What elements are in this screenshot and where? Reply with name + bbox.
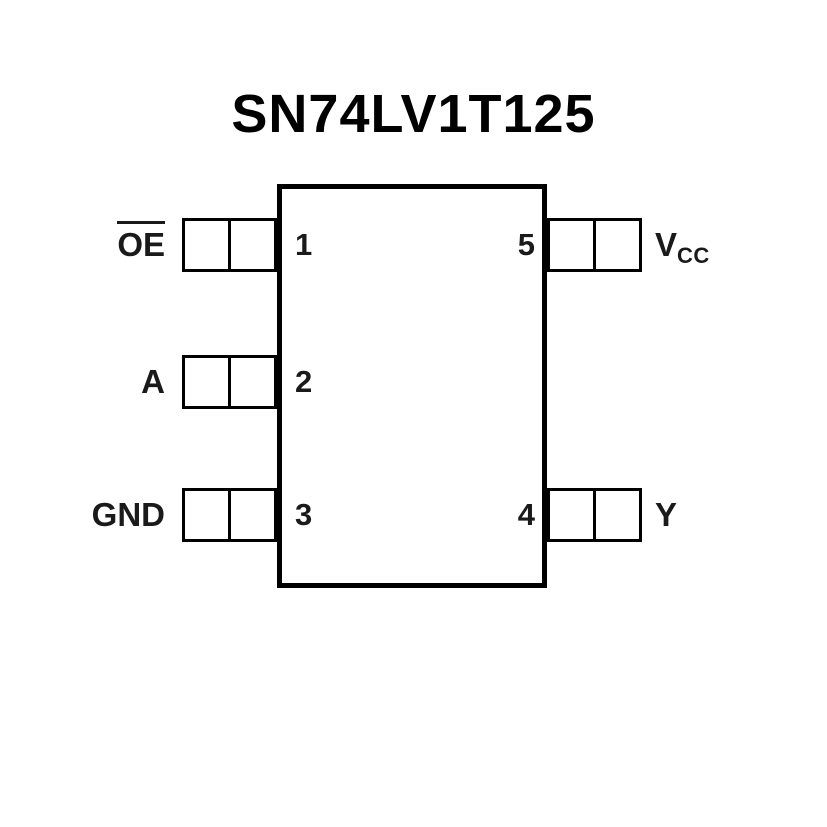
pin-2-pad-cell	[231, 358, 274, 406]
pin-4-pad-cell	[550, 491, 596, 539]
pin-2-pad-cell	[185, 358, 231, 406]
pin-1-number: 1	[295, 227, 313, 262]
pin-1-pad-cell	[231, 221, 274, 269]
pin-5-label-main: V	[655, 226, 678, 263]
pin-4-label: Y	[655, 496, 678, 533]
pin-5-pad-cell	[596, 221, 639, 269]
pin-5-pad-cell	[550, 221, 596, 269]
pin-2-label: A	[141, 363, 165, 400]
pin-1-pad-cell	[185, 221, 231, 269]
pin-1-label: OE	[60, 218, 165, 272]
pin-5-label: VCC	[655, 218, 805, 272]
pin-4-pad	[547, 488, 642, 542]
pin-3-pad-cell	[231, 491, 274, 539]
pin-3-label: GND	[91, 496, 165, 533]
pin-3-pad-cell	[185, 491, 231, 539]
pin-1-pad	[182, 218, 277, 272]
pin-3-pad	[182, 488, 277, 542]
pin-1-label-text: OE	[117, 221, 165, 265]
pin-5-label-subscript: CC	[677, 243, 710, 268]
pin-4-pad-cell	[596, 491, 639, 539]
pin-5-pad	[547, 218, 642, 272]
pin-4-number: 4	[517, 497, 535, 532]
pin-2-number: 2	[295, 364, 313, 399]
pin-2-pad	[182, 355, 277, 409]
chip-title: SN74LV1T125	[231, 84, 596, 144]
pin-5-number: 5	[517, 227, 535, 262]
pin-3-number: 3	[295, 497, 313, 532]
chip-body	[277, 184, 547, 588]
